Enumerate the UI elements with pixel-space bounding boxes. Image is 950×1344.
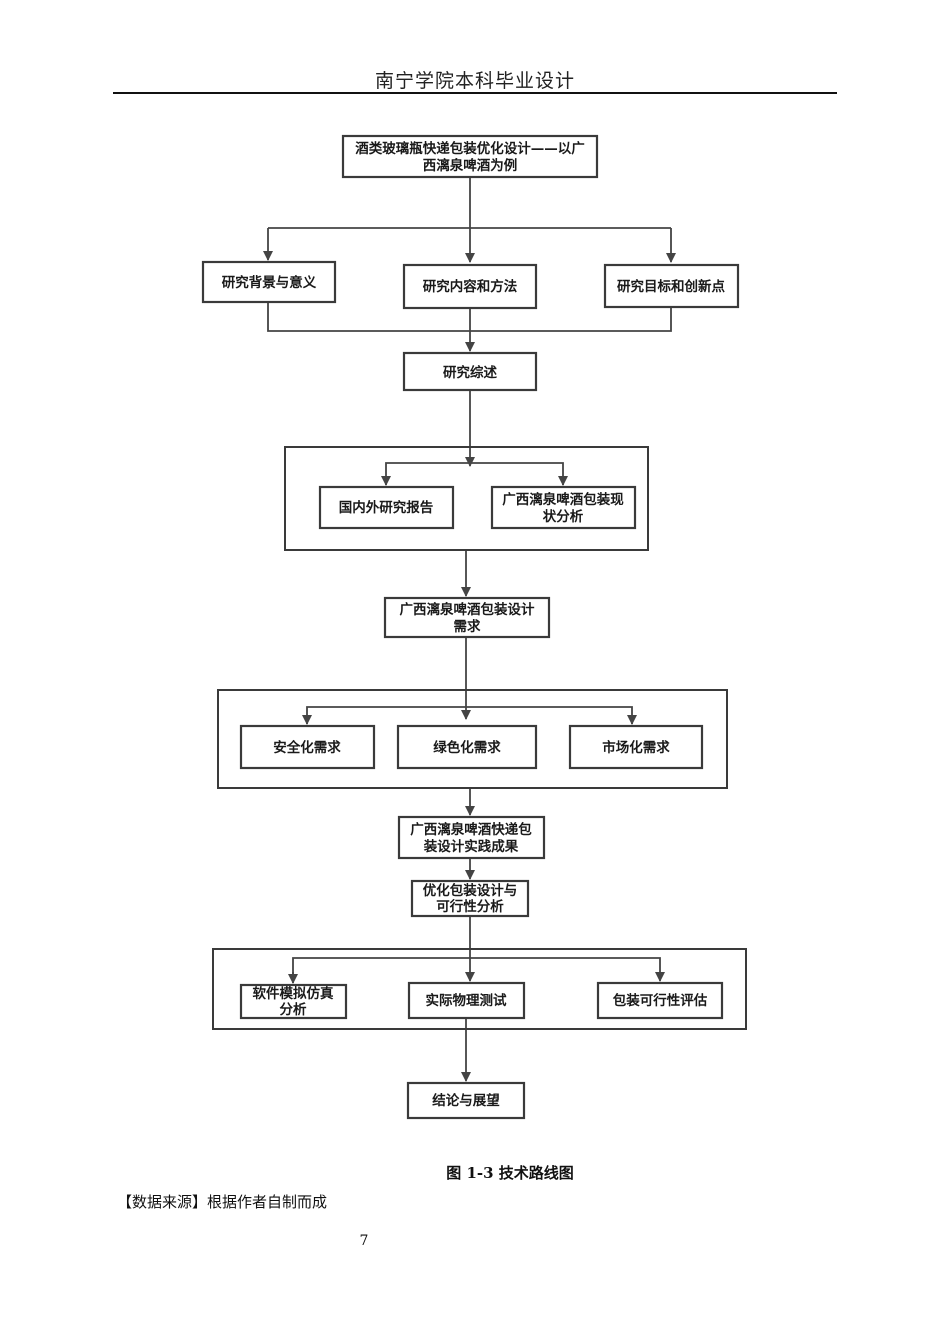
node-optimize-line-1: 优化包装设计与 bbox=[423, 882, 518, 899]
figure-caption: 图 1-3 技术路线图 bbox=[446, 1164, 574, 1182]
node-physical-label: 实际物理测试 bbox=[426, 992, 507, 1009]
page-header-title: 南宁学院本科毕业设计 bbox=[374, 70, 575, 92]
connectors bbox=[263, 177, 676, 1082]
node-green: 绿色化需求 bbox=[396, 724, 538, 770]
node-software-line-2: 分析 bbox=[280, 1001, 307, 1018]
node-needs: 广西漓泉啤酒包装设计 需求 bbox=[383, 596, 551, 639]
node-safety: 安全化需求 bbox=[239, 724, 376, 770]
node-goals-label: 研究目标和创新点 bbox=[617, 278, 725, 295]
node-software-line-1: 软件模拟仿真 bbox=[253, 985, 334, 1002]
node-title-line-1: 酒类玻璃瓶快递包装优化设计——以广 bbox=[355, 140, 585, 157]
page-number: 7 bbox=[359, 1233, 369, 1249]
node-status-line-1: 广西漓泉啤酒包装现 bbox=[502, 491, 624, 508]
node-background: 研究背景与意义 bbox=[201, 260, 337, 304]
needs-group-frame bbox=[217, 689, 728, 789]
node-content-label: 研究内容和方法 bbox=[423, 278, 518, 295]
connector-needs-split bbox=[306, 706, 633, 724]
node-practice-line-2: 装设计实践成果 bbox=[423, 838, 519, 855]
node-optimize-line-2: 可行性分析 bbox=[436, 898, 504, 915]
node-goals: 研究目标和创新点 bbox=[603, 263, 740, 309]
node-conclusion-label: 结论与展望 bbox=[432, 1092, 500, 1109]
node-review-label: 研究综述 bbox=[443, 364, 497, 381]
node-background-label: 研究背景与意义 bbox=[222, 274, 317, 291]
node-practice-line-1: 广西漓泉啤酒快递包 bbox=[410, 821, 532, 838]
node-evaluate: 包装可行性评估 bbox=[596, 981, 724, 1020]
technical-route-diagram: 酒类玻璃瓶快递包装优化设计——以广 西漓泉啤酒为例 研究背景与意义 研究内容和方… bbox=[201, 134, 747, 1120]
evaluation-group-frame bbox=[212, 948, 747, 1030]
node-domestic: 国内外研究报告 bbox=[318, 485, 455, 530]
node-optimize: 优化包装设计与 可行性分析 bbox=[410, 879, 530, 918]
header-divider bbox=[113, 92, 837, 94]
data-source-note: 【数据来源】根据作者自制而成 bbox=[117, 1193, 328, 1211]
node-review: 研究综述 bbox=[402, 351, 538, 392]
node-evaluate-label: 包装可行性评估 bbox=[613, 992, 708, 1009]
node-title: 酒类玻璃瓶快递包装优化设计——以广 西漓泉啤酒为例 bbox=[341, 134, 599, 179]
node-market-label: 市场化需求 bbox=[602, 739, 670, 756]
node-market: 市场化需求 bbox=[568, 724, 704, 770]
node-safety-label: 安全化需求 bbox=[273, 739, 341, 756]
node-practice: 广西漓泉啤酒快递包 装设计实践成果 bbox=[397, 815, 546, 860]
connector-optimize-split bbox=[292, 957, 661, 983]
node-content: 研究内容和方法 bbox=[402, 263, 538, 310]
node-title-line-2: 西漓泉啤酒为例 bbox=[423, 157, 518, 174]
node-status-line-2: 状分析 bbox=[543, 508, 584, 525]
node-needs-line-2: 需求 bbox=[454, 618, 481, 635]
node-software: 软件模拟仿真 分析 bbox=[239, 983, 348, 1020]
node-physical: 实际物理测试 bbox=[407, 981, 526, 1020]
node-domestic-label: 国内外研究报告 bbox=[339, 499, 434, 516]
node-conclusion: 结论与展望 bbox=[406, 1081, 526, 1120]
connector-review-split bbox=[385, 462, 564, 485]
node-status: 广西漓泉啤酒包装现 状分析 bbox=[490, 485, 637, 530]
node-green-label: 绿色化需求 bbox=[433, 739, 501, 756]
node-needs-line-1: 广西漓泉啤酒包装设计 bbox=[400, 601, 535, 618]
review-group-frame bbox=[284, 446, 649, 551]
